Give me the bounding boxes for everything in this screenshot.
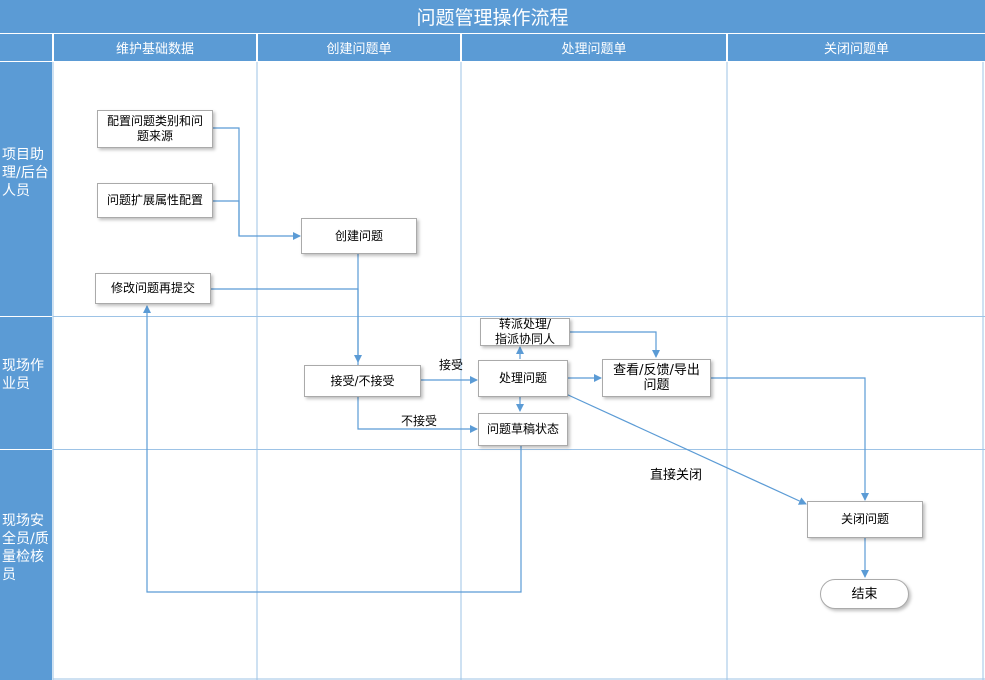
edge-label-direct-close: 直接关闭: [650, 468, 703, 483]
node-transfer-assign[interactable]: 转派处理/ 指派协同人: [480, 317, 570, 346]
node-process-issue[interactable]: 处理问题: [478, 360, 568, 397]
edge-transfer-to-view: [570, 331, 660, 358]
edge-draft-to-modify: [143, 305, 522, 593]
edge-direct-close: [565, 393, 807, 505]
phase-header-process: 处理问题单: [462, 34, 726, 61]
node-modify-resubmit[interactable]: 修改问题再提交: [95, 273, 211, 304]
edge-config-category-to-create: [213, 127, 301, 240]
node-accept-reject[interactable]: 接受/不接受: [304, 365, 421, 397]
edge-reject: [357, 397, 478, 433]
edge-config-ext-to-create: [213, 200, 240, 236]
phase-header-close: 关闭问题单: [728, 34, 985, 61]
lane-label-field-worker: 现场作 业员: [0, 317, 52, 449]
edge-view-to-close: [711, 377, 869, 501]
node-close-issue[interactable]: 关闭问题: [807, 501, 923, 538]
node-config-category[interactable]: 配置问题类别和问 题来源: [97, 110, 213, 148]
swimlane-grid: [52, 62, 985, 680]
diagram-title: 问题管理操作流程: [0, 0, 985, 33]
node-create-issue[interactable]: 创建问题: [301, 218, 417, 254]
lane-label-safety-inspector: 现场安 全员/质 量检核 员: [0, 450, 52, 680]
header-corner: [0, 34, 52, 61]
phase-header-maintain: 维护基础数据: [54, 34, 256, 61]
edge-label-accept: 接受: [439, 358, 464, 372]
node-view-feedback-export[interactable]: 查看/反馈/导出 问题: [602, 359, 711, 397]
lane-label-assistant: 项目助 理/后台 人员: [0, 62, 52, 316]
edge-label-reject: 不接受: [401, 414, 438, 428]
node-config-extension[interactable]: 问题扩展属性配置: [97, 183, 213, 218]
edge-modify-to-accept: [211, 288, 359, 366]
node-draft-status[interactable]: 问题草稿状态: [478, 413, 568, 446]
node-end[interactable]: 结束: [820, 579, 909, 609]
phase-header-create: 创建问题单: [258, 34, 460, 61]
